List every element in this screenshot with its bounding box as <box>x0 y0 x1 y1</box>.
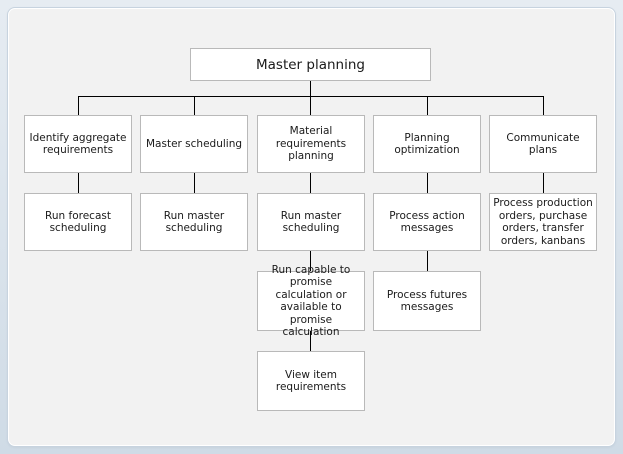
node-col1-header: Identify aggregate requirements <box>24 115 132 173</box>
node-root: Master planning <box>190 48 431 81</box>
node-col2-child1: Run master scheduling <box>140 193 248 251</box>
node-col1-child1: Run forecast scheduling <box>24 193 132 251</box>
node-col5-child1: Process production orders, purchase orde… <box>489 193 597 251</box>
node-col5-header: Communicate plans <box>489 115 597 173</box>
node-col3-child2: Run capable to promise calculation or av… <box>257 264 365 338</box>
node-col2-header: Master scheduling <box>140 115 248 173</box>
node-col3-child1: Run master scheduling <box>257 193 365 251</box>
node-col4-child1: Process action messages <box>373 193 481 251</box>
node-col4-header: Planning optimization <box>373 115 481 173</box>
node-col3-child3: View item requirements <box>257 351 365 411</box>
node-col4-child2: Process futures messages <box>373 271 481 331</box>
node-col3-header: Material requirements planning <box>257 115 365 173</box>
